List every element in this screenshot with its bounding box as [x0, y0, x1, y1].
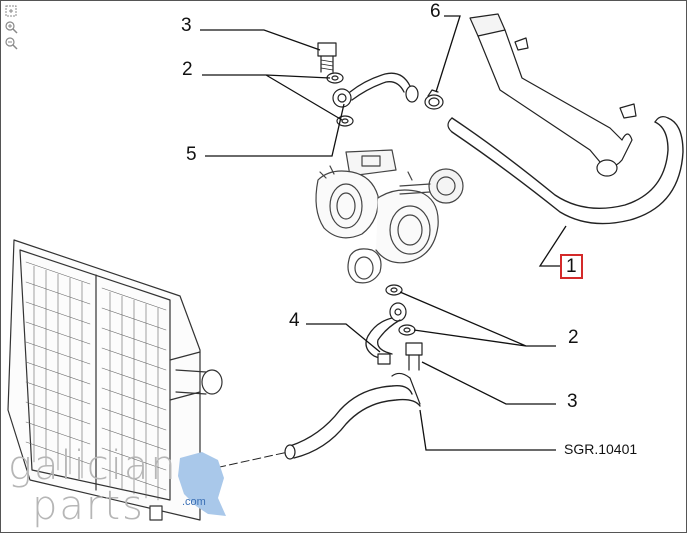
fit-view-icon[interactable] — [4, 4, 18, 18]
leader-lines — [200, 15, 567, 451]
drawing-reference: SGR.10401 — [564, 441, 638, 457]
callout-3-top: 3 — [181, 15, 192, 36]
watermark-line2: parts — [32, 483, 145, 529]
pipe-part-4[interactable] — [365, 302, 407, 365]
washer-bottom-2[interactable] — [398, 324, 416, 336]
callout-2-top: 2 — [182, 59, 193, 80]
callout-1-highlighted[interactable]: 1 — [560, 254, 583, 279]
zoom-in-icon[interactable] — [4, 20, 18, 34]
callout-5: 5 — [186, 144, 197, 165]
callout-2-bottom: 2 — [568, 327, 579, 348]
bolt-top[interactable] — [317, 42, 337, 73]
callout-3-bottom: 3 — [567, 391, 578, 412]
zoom-out-icon[interactable] — [4, 36, 18, 50]
callout-6: 6 — [430, 1, 441, 22]
clamp-part-6[interactable] — [424, 89, 444, 110]
callout-4: 4 — [289, 310, 300, 331]
galicia-map-icon — [178, 452, 226, 516]
viewer-toolbar — [4, 4, 18, 52]
washer-bottom-1[interactable] — [385, 284, 403, 296]
bolt-bottom[interactable] — [405, 342, 423, 371]
turbocharger — [315, 149, 464, 284]
hose-part-1[interactable] — [447, 13, 684, 225]
radiator — [7, 239, 223, 521]
lower-hose[interactable] — [284, 372, 421, 460]
watermark-line1: galician — [8, 443, 178, 489]
galicianparts-logo: galician parts .com — [8, 443, 226, 529]
pipe-part-5[interactable] — [332, 72, 419, 108]
watermark-domain: .com — [182, 496, 206, 508]
